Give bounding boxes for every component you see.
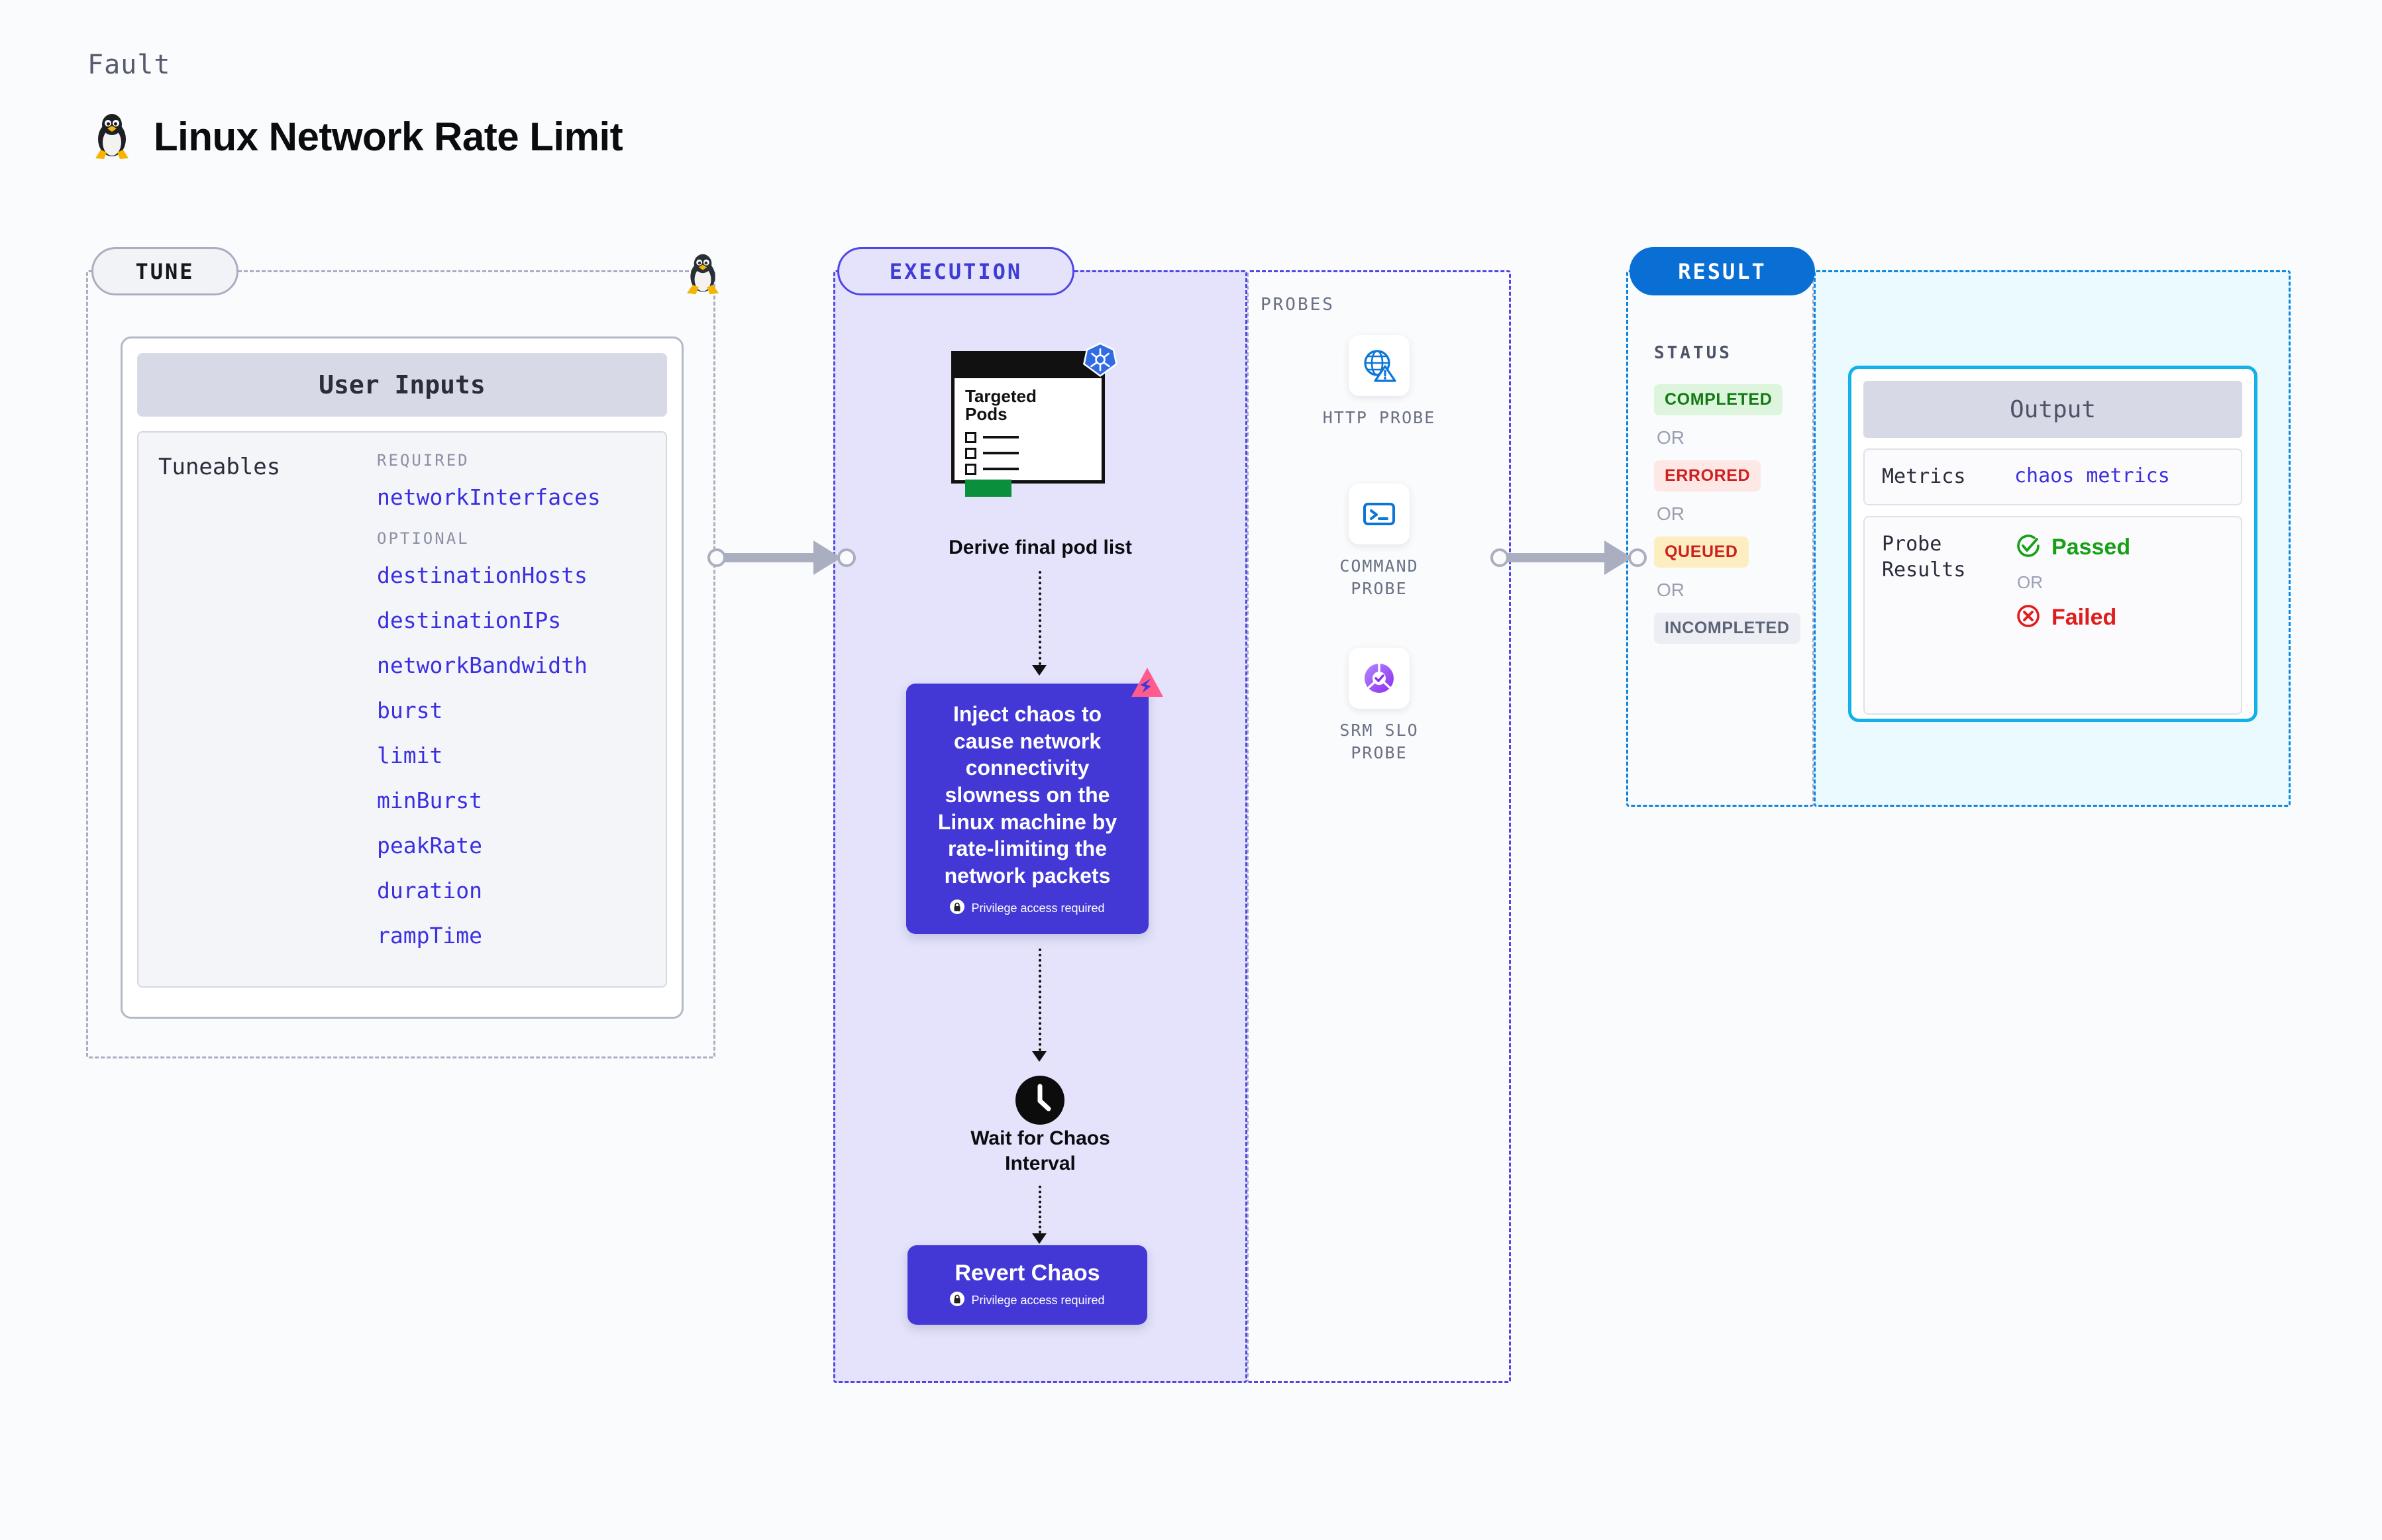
tuneables-group-required: REQUIRED: [377, 451, 470, 470]
fault-title-row: Linux Network Rate Limit: [93, 113, 623, 160]
targeted-pods-title-line2: Pods: [965, 404, 1008, 425]
tuneable-burst[interactable]: burst: [377, 697, 443, 723]
status-or-1: OR: [1657, 427, 1684, 448]
probe-result-values: Passed OR Failed: [2014, 532, 2224, 633]
probe-command-label-line2: PROBE: [1351, 578, 1408, 598]
slo-donut-check-icon: [1349, 648, 1410, 709]
status-list: COMPLETED OR ERRORED OR QUEUED OR INCOMP…: [1654, 384, 1800, 644]
flow-arrow-head: [1032, 1233, 1047, 1244]
status-or-3: OR: [1657, 580, 1684, 600]
output-metrics-value[interactable]: chaos metrics: [2014, 464, 2170, 488]
inject-chaos-card[interactable]: Inject chaos to cause network connectivi…: [906, 668, 1163, 934]
tuneable-ramptime[interactable]: rampTime: [377, 923, 482, 949]
probe-result-or: OR: [2017, 572, 2043, 593]
pod-list-item: [965, 431, 1091, 443]
flow-arrow-line: [1039, 571, 1041, 665]
wait-chaos-caption: Wait for Chaos Interval: [833, 1126, 1247, 1176]
probes-region: [1247, 270, 1511, 1383]
user-inputs-title: User Inputs: [137, 353, 667, 417]
kubernetes-icon: [1081, 340, 1119, 382]
targeted-pods-card: Targeted Pods: [951, 342, 1117, 497]
tuneable-destinationips[interactable]: destinationIPs: [377, 607, 562, 633]
probe-result-failed: Failed: [2014, 602, 2224, 633]
status-or-2: OR: [1657, 503, 1684, 524]
pod-selected-bar: [965, 479, 1011, 497]
pod-list-item: [965, 447, 1091, 459]
fault-kicker: Fault: [87, 50, 171, 80]
probe-srm-slo[interactable]: SRM SLO PROBE: [1247, 648, 1511, 764]
wait-caption-line1: Wait for Chaos: [970, 1127, 1110, 1149]
wait-caption-line2: Interval: [1005, 1152, 1076, 1174]
pod-list-item: [965, 463, 1091, 475]
user-inputs-card: User Inputs Tuneables REQUIRED networkIn…: [121, 336, 684, 1019]
tuneable-networkinterfaces[interactable]: networkInterfaces: [377, 484, 601, 510]
tuneable-networkbandwidth[interactable]: networkBandwidth: [377, 652, 588, 678]
targeted-pods-title-line1: Targeted: [965, 386, 1037, 406]
stage-badge-tune[interactable]: TUNE: [91, 247, 238, 295]
connector-tune-to-execution: [707, 537, 857, 579]
terminal-icon: [1349, 484, 1410, 544]
flow-arrow-line: [1039, 949, 1041, 1051]
stage-badge-execution[interactable]: EXECUTION: [837, 247, 1074, 295]
probe-passed-label: Passed: [2051, 535, 2131, 560]
stage-badge-result[interactable]: RESULT: [1630, 247, 1815, 295]
output-probe-key: Probe Results: [1882, 532, 2014, 583]
inject-chaos-text: Inject chaos to cause network connectivi…: [937, 702, 1117, 888]
tuneable-destinationhosts[interactable]: destinationHosts: [377, 562, 588, 588]
lock-icon: [950, 899, 965, 917]
flow-arrow-head: [1032, 1051, 1047, 1062]
litmus-chaos-icon: [1127, 664, 1167, 707]
probes-section-label: PROBES: [1261, 295, 1335, 315]
globe-warning-icon: [1349, 335, 1410, 396]
linux-tux-icon: [93, 113, 131, 160]
probe-command[interactable]: COMMAND PROBE: [1247, 484, 1511, 600]
tuneables-column: REQUIRED networkInterfaces OPTIONAL dest…: [377, 451, 646, 968]
x-circle-icon: [2014, 602, 2042, 633]
tuneables-label: Tuneables: [158, 454, 281, 480]
status-badge-queued: QUEUED: [1654, 537, 1749, 568]
linux-tux-icon-border: [686, 253, 720, 299]
revert-privilege-row: Privilege access required: [950, 1292, 1105, 1309]
tune-region: [86, 270, 715, 1058]
probe-slo-label-line1: SRM SLO: [1339, 721, 1419, 740]
inject-privilege-note: Privilege access required: [971, 901, 1105, 915]
probe-http-label: HTTP PROBE: [1322, 408, 1436, 427]
inject-privilege-row: Privilege access required: [921, 899, 1134, 917]
derive-pod-list-caption: Derive final pod list: [949, 537, 1132, 558]
probe-result-passed: Passed: [2014, 532, 2224, 563]
clock-icon: [1014, 1074, 1066, 1126]
output-title: Output: [1863, 381, 2242, 438]
status-badge-completed: COMPLETED: [1654, 384, 1783, 415]
probe-http[interactable]: HTTP PROBE: [1247, 335, 1511, 429]
status-badge-errored: ERRORED: [1654, 460, 1761, 491]
page-title: Linux Network Rate Limit: [154, 114, 623, 159]
revert-chaos-card[interactable]: Revert Chaos Privilege access required: [907, 1245, 1147, 1325]
output-card: Output Metrics chaos metrics Probe Resul…: [1848, 366, 2257, 722]
probe-command-label-line1: COMMAND: [1339, 556, 1419, 576]
tuneable-minburst[interactable]: minBurst: [377, 788, 482, 813]
probe-failed-label: Failed: [2051, 605, 2117, 631]
output-probe-key-line1: Probe: [1882, 533, 1942, 556]
tuneable-peakrate[interactable]: peakRate: [377, 833, 482, 858]
output-metrics-key: Metrics: [1882, 465, 1966, 488]
probe-slo-label-line2: PROBE: [1351, 743, 1408, 762]
flow-arrow-head: [1032, 665, 1047, 676]
status-badge-incompleted: INCOMPLETED: [1654, 613, 1800, 644]
revert-chaos-title: Revert Chaos: [955, 1260, 1100, 1286]
tuneables-box: Tuneables REQUIRED networkInterfaces OPT…: [137, 431, 667, 988]
connector-execution-to-result: [1490, 537, 1649, 579]
status-section-label: STATUS: [1654, 343, 1732, 363]
revert-privilege-note: Privilege access required: [971, 1294, 1105, 1307]
output-probe-key-line2: Results: [1882, 558, 1966, 582]
output-probe-results-row: Probe Results Passed OR: [1863, 516, 2242, 715]
lock-icon: [950, 1292, 965, 1309]
tuneables-group-optional: OPTIONAL: [377, 529, 470, 548]
flow-arrow-line: [1039, 1186, 1041, 1233]
check-circle-icon: [2014, 532, 2042, 563]
tuneable-limit[interactable]: limit: [377, 743, 443, 768]
output-metrics-row: Metrics chaos metrics: [1863, 448, 2242, 506]
tuneable-duration[interactable]: duration: [377, 878, 482, 903]
